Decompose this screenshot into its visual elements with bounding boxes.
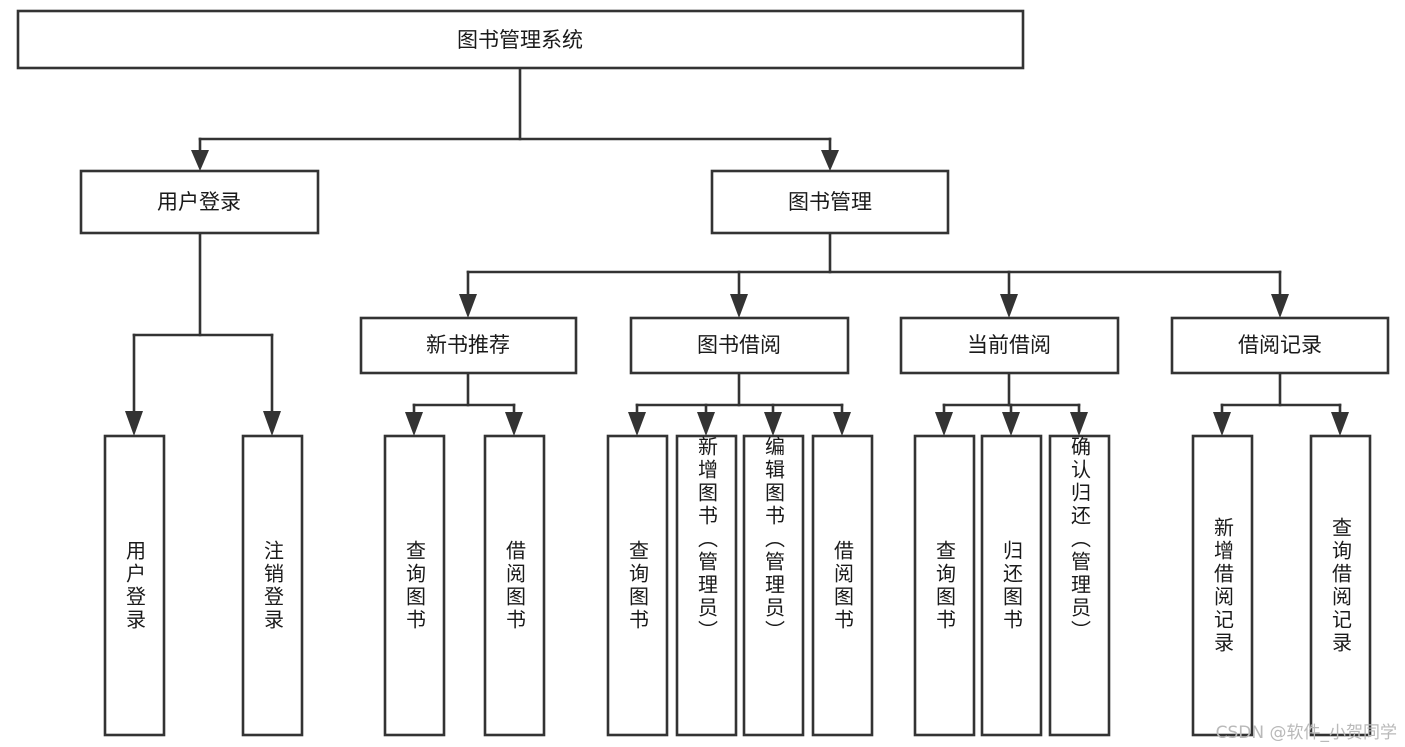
arrow-head-leaf-edit-book: [764, 412, 782, 436]
node-leaf-user-login[interactable]: [103, 434, 166, 737]
arrow-head-leaf-borrow-book-1: [505, 412, 523, 436]
node-new-book-rec-label: 新书推荐: [426, 333, 510, 357]
node-borrow-record[interactable]: [1170, 316, 1390, 375]
node-leaf-query-book-1[interactable]: [383, 434, 446, 737]
node-book-manage-label: 图书管理: [788, 190, 872, 214]
node-leaf-confirm-return[interactable]: [1048, 434, 1111, 737]
node-book-borrow-label: 图书借阅: [697, 333, 781, 357]
connector-layer: [125, 66, 1349, 436]
node-user-login[interactable]: [79, 169, 320, 235]
node-borrow-record-label: 借阅记录: [1238, 333, 1322, 357]
arrow-head-leaf-query-book-2: [628, 412, 646, 436]
arrow-head-leaf-borrow-book-2: [833, 412, 851, 436]
node-root-label: 图书管理系统: [457, 28, 583, 52]
arrow-head-leaf-query-book-3: [935, 412, 953, 436]
arrow-head-leaf-logout: [263, 411, 281, 436]
arrow-head-book-manage: [821, 150, 839, 171]
node-leaf-borrow-book-1[interactable]: [483, 434, 546, 737]
node-book-borrow[interactable]: [629, 316, 850, 375]
node-leaf-query-book-2[interactable]: [606, 434, 669, 737]
node-user-login-label: 用户登录: [157, 190, 241, 214]
node-leaf-logout[interactable]: [241, 434, 304, 737]
node-leaf-edit-book[interactable]: [742, 434, 805, 737]
arrow-head-leaf-return-book: [1002, 412, 1020, 436]
arrow-head-leaf-query-record: [1331, 412, 1349, 436]
arrow-head-leaf-user-login: [125, 411, 143, 436]
node-layer: 图书管理系统 用户登录 图书管理 新书推荐 图书借阅 当前借阅 借阅记录: [16, 9, 1390, 737]
node-current-borrow-label: 当前借阅: [967, 333, 1051, 357]
node-book-manage[interactable]: [710, 169, 950, 235]
node-leaf-add-book[interactable]: [675, 434, 738, 737]
node-current-borrow[interactable]: [899, 316, 1120, 375]
arrow-head-leaf-confirm-return: [1070, 412, 1088, 436]
node-leaf-return-book[interactable]: [980, 434, 1043, 737]
arrow-head-borrow-record: [1271, 294, 1289, 318]
arrow-head-book-borrow: [730, 294, 748, 318]
arrow-head-leaf-add-record: [1213, 412, 1231, 436]
node-root[interactable]: [16, 9, 1025, 70]
arrow-head-leaf-add-book: [697, 412, 715, 436]
node-leaf-query-book-3[interactable]: [913, 434, 976, 737]
node-leaf-borrow-book-2[interactable]: [811, 434, 874, 737]
arrow-head-current-borrow: [1000, 294, 1018, 318]
node-new-book-rec[interactable]: [359, 316, 578, 375]
arrow-head-new-book-rec: [459, 294, 477, 318]
node-leaf-query-record[interactable]: [1309, 434, 1372, 737]
node-leaf-add-record[interactable]: [1191, 434, 1254, 737]
arrow-head-leaf-query-book-1: [405, 412, 423, 436]
arrow-head-user-login: [191, 150, 209, 171]
